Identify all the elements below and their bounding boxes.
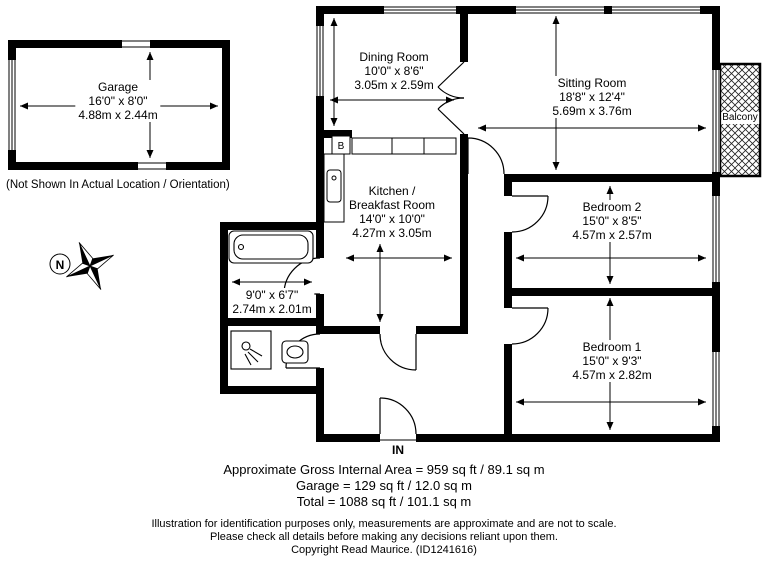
room-name-line2: Breakfast Room (348, 198, 436, 212)
garage-openings (8, 40, 166, 170)
room-dim-imperial: 15'0" x 9'3" (582, 354, 642, 368)
room-dim-imperial: 9'0" x 6'7" (245, 288, 299, 302)
room-dim-imperial: 10'0" x 8'6" (364, 64, 424, 78)
room-name: Balcony (722, 112, 758, 123)
room-dim-metric: 3.05m x 2.59m (354, 78, 434, 92)
garage-area: Garage = 129 sq ft / 12.0 sq m (296, 478, 472, 493)
compass: N (49, 242, 114, 290)
north-label: N (56, 258, 65, 272)
garage-note: (Not Shown In Actual Location / Orientat… (6, 179, 230, 191)
entrance-label: IN (392, 443, 404, 457)
windows (316, 6, 720, 426)
bathroom-label: 9'0" x 6'7" 2.74m x 2.01m (229, 288, 315, 316)
garage-label: Garage 16'0" x 8'0" 4.88m x 2.44m (75, 80, 161, 122)
disclaimer-line-2: Please check all details before making a… (210, 531, 558, 543)
room-dim-metric: 2.74m x 2.01m (232, 302, 312, 316)
room-dim-imperial: 16'0" x 8'0" (88, 94, 148, 108)
disclaimer: Illustration for identification purposes… (0, 518, 768, 557)
gross-internal-area: Approximate Gross Internal Area = 959 sq… (223, 462, 545, 477)
boiler-label: B (338, 141, 345, 152)
north-circle (49, 253, 71, 275)
kitchen-label: Kitchen / Breakfast Room 14'0" x 10'0" 4… (345, 184, 439, 240)
room-name: Bedroom 2 (582, 200, 642, 214)
room-dim-metric: 4.57m x 2.57m (572, 228, 652, 242)
room-name: Garage (97, 80, 139, 94)
room-dim-metric: 4.57m x 2.82m (572, 368, 652, 382)
room-dim-metric: 5.69m x 3.76m (552, 104, 632, 118)
room-dim-imperial: 14'0" x 10'0" (359, 212, 425, 226)
dining-room-label: Dining Room 10'0" x 8'6" 3.05m x 2.59m (351, 50, 437, 92)
bedroom1-label: Bedroom 1 15'0" x 9'3" 4.57m x 2.82m (569, 340, 655, 382)
disclaimer-line-1: Illustration for identification purposes… (151, 518, 617, 530)
balcony-label: Balcony (721, 112, 759, 124)
room-dim-imperial: 15'0" x 8'5" (582, 214, 642, 228)
room-dim-imperial: 18'8" x 12'4" (559, 90, 625, 104)
room-dim-metric: 4.88m x 2.44m (78, 108, 158, 122)
kitchen-fixtures (323, 135, 457, 223)
bedroom2-label: Bedroom 2 15'0" x 8'5" 4.57m x 2.57m (569, 200, 655, 242)
bathroom-fixtures (228, 230, 314, 370)
room-dim-metric: 4.27m x 3.05m (352, 226, 432, 240)
room-name: Sitting Room (557, 76, 627, 90)
room-name: Dining Room (359, 50, 429, 64)
sitting-room-label: Sitting Room 18'8" x 12'4" 5.69m x 3.76m (549, 76, 635, 118)
room-name-line1: Kitchen / (368, 184, 416, 198)
doors (283, 61, 549, 441)
room-name: Bedroom 1 (582, 340, 642, 354)
area-summary: Approximate Gross Internal Area = 959 sq… (0, 462, 768, 510)
disclaimer-line-3: Copyright Read Maurice. (ID1241616) (291, 544, 477, 556)
total-area: Total = 1088 sq ft / 101.1 sq m (296, 494, 472, 509)
